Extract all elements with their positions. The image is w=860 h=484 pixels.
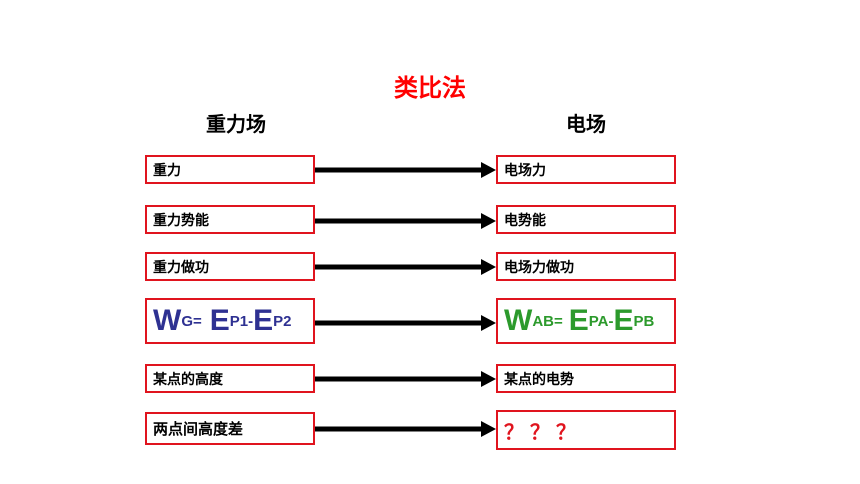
- left-box-height-difference: 两点间高度差: [145, 412, 315, 445]
- formula-w-sub: AB=: [532, 312, 563, 330]
- formula-w: W: [504, 304, 533, 337]
- formula-w: W: [153, 304, 182, 337]
- right-box-potential-at-point: 某点的电势: [496, 364, 676, 393]
- arrow-row-6: [315, 421, 496, 437]
- diagram-title: 类比法: [394, 74, 466, 102]
- right-box-electric-force-work: 电场力做功: [496, 252, 676, 281]
- arrow-row-1: [315, 162, 496, 178]
- arrow-row-5: [315, 371, 496, 387]
- left-box-gravitational-potential-energy: 重力势能: [145, 205, 315, 234]
- left-box-height-at-point: 某点的高度: [145, 364, 315, 393]
- formula-e1: E: [568, 304, 589, 337]
- right-heading: 电场: [566, 112, 606, 136]
- formula-e2-sub: PB: [633, 312, 655, 330]
- arrow-row-4: [315, 315, 496, 331]
- formula-e2: E: [613, 304, 634, 337]
- left-box-gravity-work: 重力做功: [145, 252, 315, 281]
- formula-e1-sub: PA-: [588, 312, 614, 330]
- right-box-electric-potential-energy: 电势能: [496, 205, 676, 234]
- formula-e2-sub: P2: [273, 312, 292, 330]
- formula-e1: E: [209, 304, 230, 337]
- formula-e2: E: [253, 304, 274, 337]
- right-box-electric-force: 电场力: [496, 155, 676, 184]
- left-heading: 重力场: [206, 112, 266, 136]
- arrow-row-2: [315, 213, 496, 229]
- arrow-row-3: [315, 259, 496, 275]
- formula-e1-sub: P1-: [229, 312, 254, 330]
- right-box-unknown: ？？？: [496, 410, 676, 450]
- left-box-gravity: 重力: [145, 155, 315, 184]
- formula-w-sub: G=: [181, 312, 202, 330]
